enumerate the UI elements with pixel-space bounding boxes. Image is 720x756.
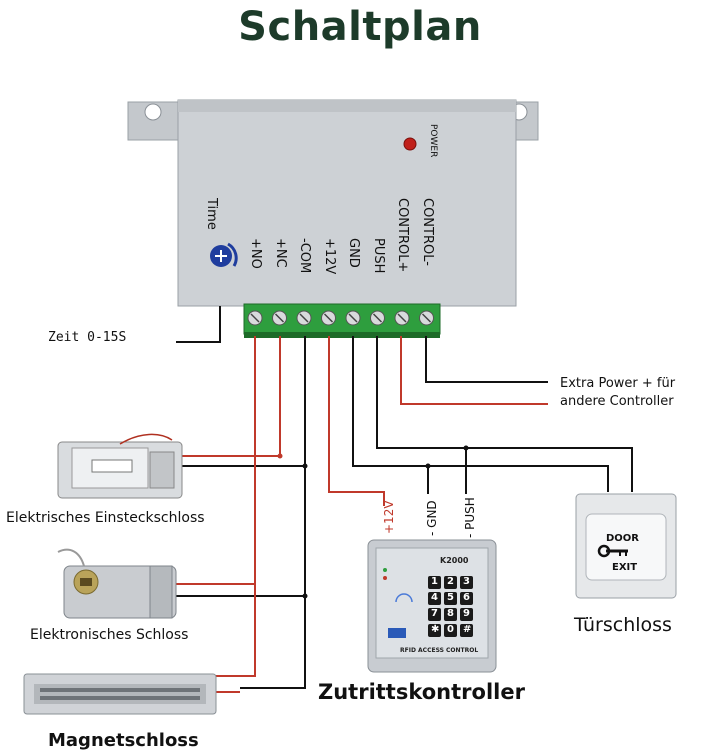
keypad-key	[444, 576, 457, 589]
access-controller-label: Zutrittskontroller	[318, 680, 525, 704]
exit-text: EXIT	[612, 562, 638, 573]
screw-slot	[274, 313, 285, 323]
keypad-footer: RFID ACCESS CONTROL	[400, 647, 479, 654]
keypad-image	[367, 539, 497, 673]
terminal-label: PUSH	[370, 238, 386, 274]
keypad-key-label: 7	[431, 608, 438, 619]
page-title: Schaltplan	[238, 4, 482, 50]
keypad-key	[460, 576, 473, 589]
exit-button-image	[575, 493, 677, 599]
mortise-lock-label: Elektrisches Einsteckschloss	[6, 510, 205, 526]
door-lock-label: Türschloss	[574, 614, 672, 636]
keypad-key	[444, 608, 457, 621]
screw-slot	[348, 313, 358, 323]
keypad-model: K2000	[440, 556, 469, 565]
keypad-key-label: 0	[447, 624, 454, 635]
keypad-key-label: ✱	[431, 624, 440, 635]
screw-slot	[250, 313, 260, 323]
terminal-label: CONTROL+	[395, 198, 410, 273]
screw-slot	[421, 313, 432, 323]
screw-slot	[299, 313, 309, 323]
time-label: Time	[204, 198, 219, 230]
keypad-key-label: 3	[463, 576, 470, 587]
wire-label-plus12v: +12V	[382, 500, 396, 534]
keypad-key	[428, 624, 441, 637]
terminal-block	[243, 303, 441, 338]
mortise-lock-image	[57, 433, 183, 499]
power-label: POWER	[428, 124, 438, 158]
keypad-key	[428, 608, 441, 621]
wires	[170, 306, 633, 693]
keypad-key	[444, 624, 457, 637]
rim-lock-image	[57, 548, 177, 619]
zeit-label: Zeit 0-15S	[48, 330, 127, 345]
keypad-key-label: 9	[463, 608, 470, 619]
screw-slot	[323, 313, 334, 323]
keypad-key	[460, 592, 473, 605]
keypad-key	[444, 592, 457, 605]
magnetic-lock-image	[23, 673, 217, 715]
keypad-key-label: #	[463, 624, 472, 635]
keypad-key-label: 1	[431, 576, 438, 587]
terminal-label: GND	[346, 238, 361, 268]
extra-power-label-line2: andere Controller	[560, 394, 674, 409]
terminal-label: CONTROL-	[419, 198, 435, 266]
controller-box	[127, 99, 539, 307]
keypad-key	[460, 608, 473, 621]
keypad-key	[460, 624, 473, 637]
wire-label-gnd: - GND	[425, 500, 439, 536]
extra-power-label-line1: Extra Power + für	[560, 376, 676, 391]
keypad-key-label: 5	[447, 592, 454, 603]
keypad-key	[428, 592, 441, 605]
keypad-key	[428, 576, 441, 589]
door-text: DOOR	[606, 533, 640, 544]
screw-slot	[372, 313, 383, 323]
keypad-key-label: 6	[463, 592, 470, 603]
power-led	[403, 137, 417, 151]
terminal-label: +NO	[248, 238, 263, 269]
keypad-key-label: 2	[447, 576, 454, 587]
keypad-key-label: 4	[431, 592, 438, 603]
terminal-label: +12V	[321, 238, 337, 275]
terminal-label: +NC	[272, 238, 288, 268]
magnetic-lock-label: Magnetschloss	[48, 730, 199, 751]
screw-slot	[397, 313, 407, 323]
terminal-label: -COM	[297, 238, 312, 274]
rim-lock-label: Elektronisches Schloss	[30, 627, 189, 643]
keypad-key-label: 8	[447, 608, 454, 619]
wire-label-push: - PUSH	[463, 497, 477, 538]
